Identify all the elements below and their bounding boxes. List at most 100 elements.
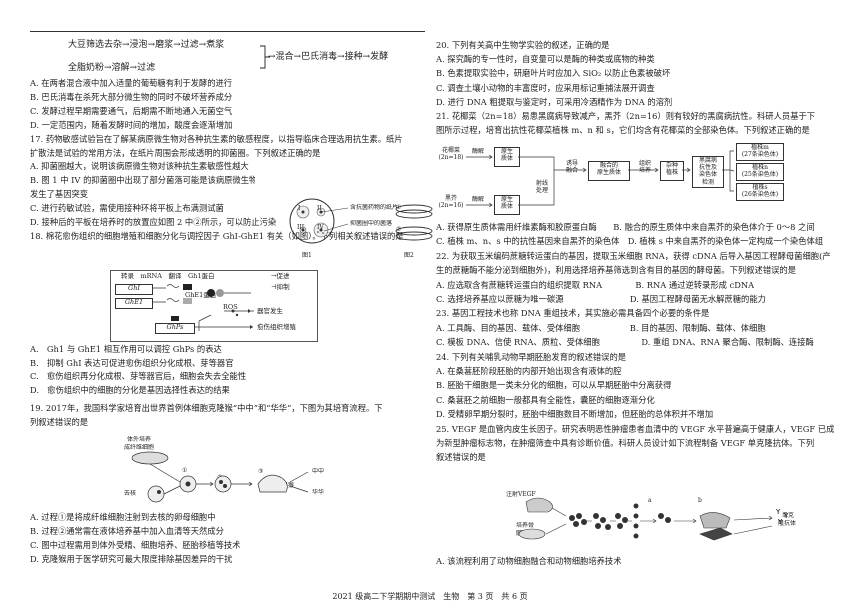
text-line: A. 在桑葚胚阶段胚胎的内部开始出现含有液体的腔 xyxy=(436,366,622,376)
flow-merge: →混合→巴氏消毒→接种→发酵 xyxy=(268,52,389,62)
text-line: 扩散法是试验的常用方法，在纸片周围会形成透明的抑菌圈。下列叙述正确的是 xyxy=(30,147,321,158)
fig19-left-label: 去核 xyxy=(124,490,137,497)
text-line: B. 色素提取实验中，研磨叶片时应加入 SiO₂ 以防止色素被破坏 xyxy=(436,68,671,79)
fig21-enzyme-2: 酶解 xyxy=(472,196,485,203)
text-line: B. 过程②通常需在液体培养基中加入血清等天然成分 xyxy=(30,525,224,536)
text-line: D. 接种后的平板在培养时的放置应如图 2 中②所示，可以防止污染 xyxy=(30,217,277,227)
fig19-step-1: ① xyxy=(182,467,188,474)
text-line: 列叙述错误的是 xyxy=(30,416,89,427)
fig18-header: 转录 mRNA 翻译 Gh1蛋白 xyxy=(121,272,215,280)
text-line: C. 植株 m、n、s 中的抗性基因来自黑芥的染色体 D. 植株 s 中来自黑芥… xyxy=(436,236,824,247)
fig17-plate-2: ② xyxy=(396,226,402,233)
text-line: A. 过程①是将成纤维细胞注射到去核的卵母细胞中 xyxy=(30,512,216,522)
fig21-n: 植株n (25条染色体) xyxy=(736,163,784,181)
q25-option-a: A. 该流程利用了动物细胞融合和动物细胞培养技术 xyxy=(436,556,622,566)
fig18-ros: ROS xyxy=(223,303,238,311)
fig25-step-b: b xyxy=(698,497,702,504)
fig18-promote: →促进 xyxy=(271,272,290,280)
text-line: 20. 下列有关高中生物学实验的叙述，正确的是 xyxy=(436,40,610,50)
fig21-tissue: 组织 培养 xyxy=(634,160,656,178)
fig21-proto-1: 原生 质体 xyxy=(494,147,520,167)
fig19-label-2: 成纤维细胞 xyxy=(124,444,155,451)
text-line: D. 克隆猴用于医学研究可最大限度排除基因差异的干扰 xyxy=(30,553,233,564)
fig17-roman-2: II xyxy=(317,205,322,212)
fig21-m: 植株m (27条染色体) xyxy=(736,143,784,161)
fig25-antibody-1: 单克 xyxy=(782,512,795,519)
fig21-screen: 黑腐病 抗性及 染色体 检测 xyxy=(692,156,724,188)
fig18-gene-3: GhPs xyxy=(155,323,195,334)
fig21-plant-1: 花椰菜 (2n=18) xyxy=(436,147,466,165)
fig21-hybrid: 杂种 植株 xyxy=(660,161,684,181)
text-line: B. 抑制 GhI 表达可促进愈伤组织分化成根、芽等器官 xyxy=(30,357,234,368)
fig18-gene-2: GhE1 xyxy=(115,298,153,309)
text-line: 25. VEGF 是血管内皮生长因子。研究表明恶性肿瘤患者血清中的 VEGF 水… xyxy=(436,423,835,434)
fig18-callus: 愈伤组织增殖 xyxy=(257,323,296,331)
text-line: 17. 药物敏感试验旨在了解某病原微生物对各种抗生素的敏感程度，以指导临床合理选… xyxy=(30,133,403,144)
text-line: 叙述错误的是 xyxy=(436,452,486,463)
fig21-enzyme-1: 酶解 xyxy=(472,148,485,155)
fig18-arrows xyxy=(153,284,254,331)
fig17-legend-1: 含抗菌药物的纸片 xyxy=(350,204,399,211)
text-line: 生的蔗糖酶不能分泌到细胞外)，利用选择培养基筛选到含有目的基因的酵母菌。下列叙述… xyxy=(436,265,797,276)
text-line: B. 图 1 中 IV 的抑菌圈中出现了部分菌落可能是该病原微生物 xyxy=(30,175,255,186)
fig18-inhibit: ⊣抑制 xyxy=(271,283,290,291)
text-line: D. 愈伤组织中的细胞的分化是基因选择性表达的结果 xyxy=(30,384,230,395)
text-line: 24. 下列有关哺乳动物早期胚胎发育的叙述错误的是 xyxy=(436,351,627,362)
fig17-roman-4: IV xyxy=(317,224,324,231)
text-line: C. 图中过程需用到体外受精、细胞培养、胚胎移植等技术 xyxy=(30,539,241,550)
text-line: A. 抑菌圈越大，说明该病原微生物对该种抗生素敏感性越大 xyxy=(30,161,249,172)
fig25-step-a: a xyxy=(648,497,652,504)
fig18-organ: 器官发生 xyxy=(257,307,283,315)
text-line: A. Gh1 与 GhE1 相互作用可以调控 GhPs 的表达 xyxy=(30,344,222,354)
page-footer: 2021 级高二下学期期中测试 生物 第 3 页 共 6 页 xyxy=(332,592,528,601)
left-column: 大豆筛选去杂→浸泡→磨浆→过滤→煮浆 全脂奶粉→溶解→过滤 →混合→巴氏消毒→接… xyxy=(30,0,433,592)
fig17-caption-2: 图2 xyxy=(404,252,414,259)
svg-text:Y: Y xyxy=(775,508,781,516)
fig17-legend-2: 抑菌圈中的菌落 xyxy=(350,220,393,227)
text-line: A. 探究酶的专一性时，自变量可以是酶的种类或底物的种类 xyxy=(436,54,655,65)
text-line: 为新型肿瘤标志物，在肿瘤筛查中具有诊断价值。科研人员设计如下流程制备 VEGF … xyxy=(436,438,815,448)
text-line: D. 进行 DNA 粗提取与鉴定时，可采用冷酒精作为 DNA 的溶剂 xyxy=(436,96,673,107)
text-line: B. 胚胎干细胞是一类未分化的细胞，可以从早期胚胎中分离获得 xyxy=(436,380,672,391)
fig25-myeloma-1: 培养骨 xyxy=(516,522,535,529)
fig21-plant-2: 黑芥 (2n=16) xyxy=(436,195,466,213)
text-line: C. 愈伤组织再分化成根、芽等器官后，细胞会失去全能性 xyxy=(30,371,247,381)
text-line: 19. 2017年，我国科学家培育出世界首例体细胞克隆猴“中中”和“华华”，下图… xyxy=(30,403,383,413)
text-line: C. 发酵过程早期需要通气，后期需不断地通入无菌空气 xyxy=(30,105,233,116)
text-line: A. 在两者混合液中加入适量的葡萄糖有利于发酵的进行 xyxy=(30,78,233,88)
text-line: C. 模板 DNA、信使 RNA、质粒、受体细胞 D. 重组 DNA、RNA 聚… xyxy=(436,337,814,348)
fig18: 转录 mRNA 翻译 Gh1蛋白 →促进 ⊣抑制 GhI GhE1 GhE1蛋白… xyxy=(110,270,318,342)
text-line: 发生了基因突变 xyxy=(30,189,89,200)
fig21-ray: 射线 处理 xyxy=(530,180,554,198)
fig21-arrows xyxy=(466,150,735,208)
fig25-diagram: Y Y Y xyxy=(518,497,789,541)
svg-text:Y: Y xyxy=(777,518,783,526)
top-rule xyxy=(30,31,425,32)
fig19-hh: 华华 xyxy=(312,489,325,496)
fig18-protein-2: GhE1蛋白 xyxy=(185,291,217,299)
fig17-plates xyxy=(289,198,433,244)
svg-text:Y: Y xyxy=(783,512,789,520)
text-line: C. 调查土壤小动物的丰富度时，应采用标记重捕法展开调查 xyxy=(436,82,655,93)
text-line: 23. 基因工程技术也称 DNA 重组技术，其实施必需具备四个必要的条件是 xyxy=(436,308,710,319)
fig19-label-1: 体外培养 xyxy=(127,436,152,443)
text-line: 18. 棉花愈伤组织的细胞增殖和细胞分化与调控因子 GhI-GhE1 有关（如图… xyxy=(30,230,404,241)
flow-row-2: 全脂奶粉→溶解→过滤 xyxy=(68,63,156,73)
fig21-fused: 融合的 原生质体 xyxy=(588,161,630,181)
text-line: D. 受精卵早期分裂时，胚胎中细胞数目不断增加，但胚胎的总体积并不增加 xyxy=(436,409,714,420)
fig17-roman-3: III xyxy=(297,224,305,231)
fig25-antibody-2: 隆抗体 xyxy=(778,520,797,527)
text-line: C. 选择培养基应以蔗糖为唯一碳源 D. 基因工程酵母菌无水解蔗糖的能力 xyxy=(436,294,766,304)
fig17-roman-1: I xyxy=(298,205,301,212)
text-line: A. 应选取含有蔗糖转运蛋白的组织提取 RNA B. RNA 通过逆转录形成 c… xyxy=(436,279,755,290)
text-line: D. 一定范围内，随着发酵时间的增加，酸度会逐渐增加 xyxy=(30,119,233,130)
text-line: C. 进行药敏试验，需使用接种环将平板上布满测试菌 xyxy=(30,203,224,214)
fig25-inject: 注射VEGF xyxy=(506,491,536,498)
text-line: 图所示过程，培育出抗性花椰菜植株 m、n 和 s，它们均含有花椰菜的全部染色体。… xyxy=(436,125,810,136)
fig21-s: 植株s (26条染色体) xyxy=(736,183,784,201)
fig17-caption-1: 图1 xyxy=(302,252,312,259)
flow-row-1: 大豆筛选去杂→浸泡→磨浆→过滤→煮浆 xyxy=(68,40,225,50)
fig18-gene-1: GhI xyxy=(115,284,153,295)
fig19-zz: 中中 xyxy=(312,468,325,475)
text-line: 22. 为获取玉米编码蔗糖转运蛋白的基因，提取玉米细胞 RNA，获得 cDNA … xyxy=(436,250,831,261)
